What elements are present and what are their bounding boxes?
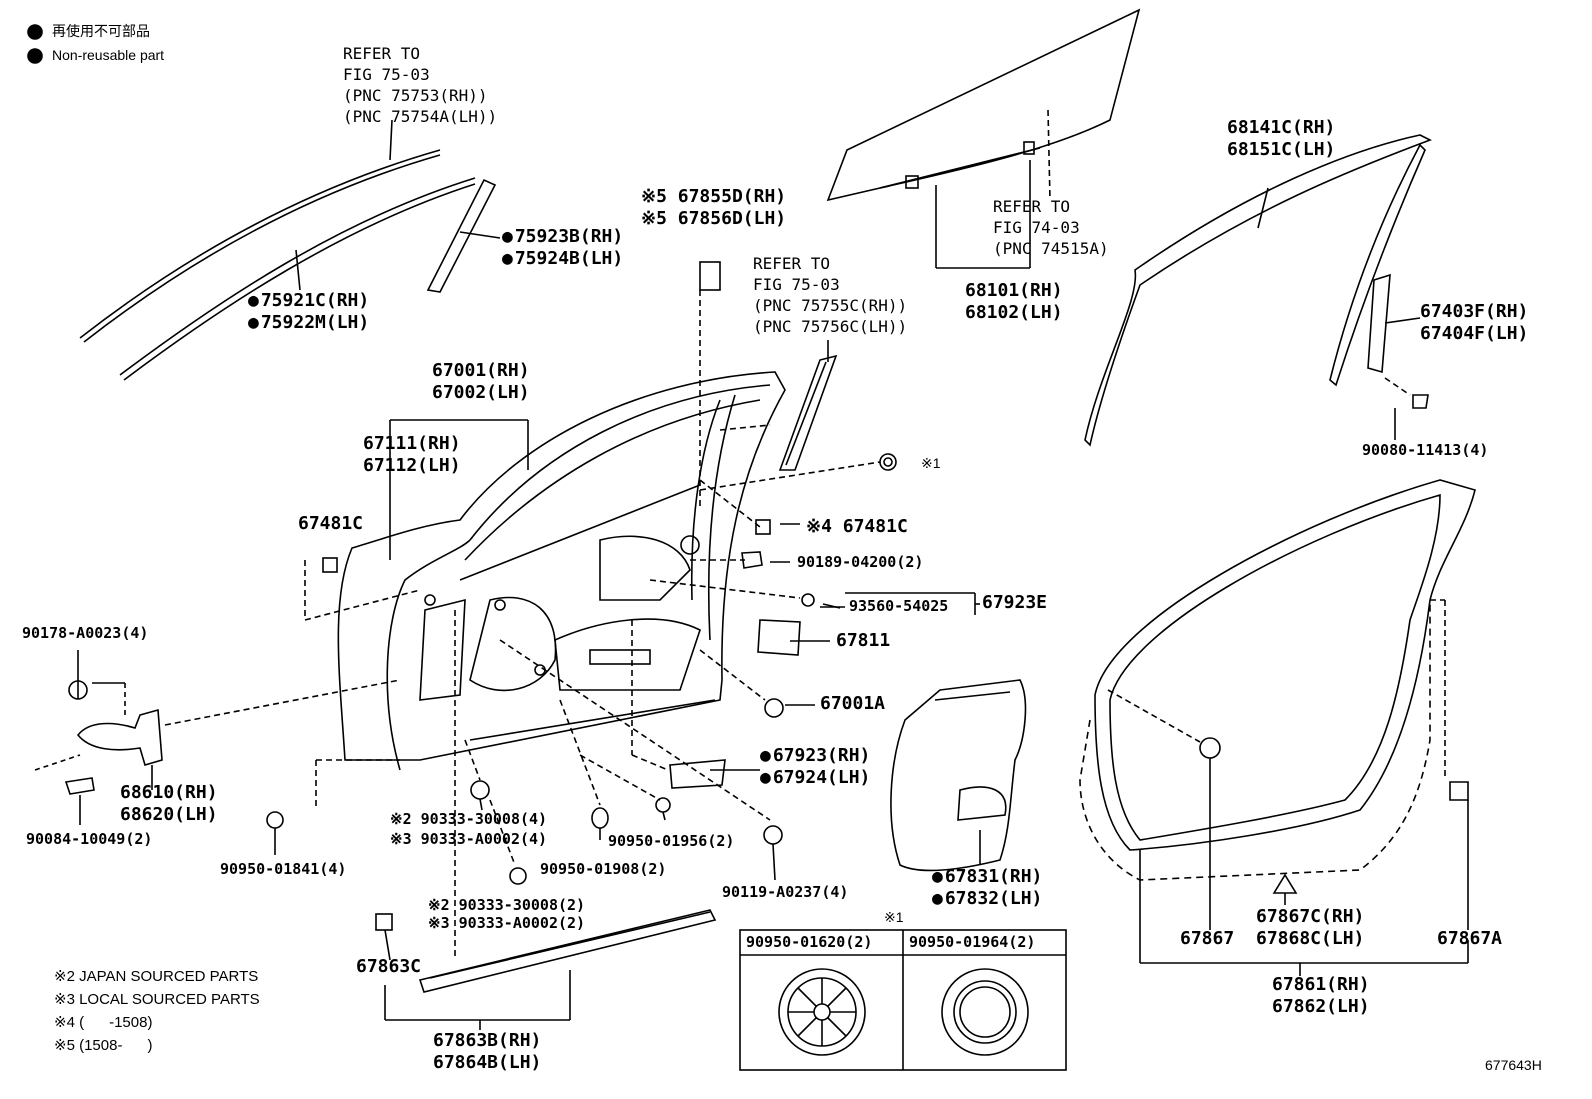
ref-2-line-1: REFER TO: [753, 254, 831, 273]
ref-1-line-3: (PNC 75753(RH)): [343, 86, 488, 105]
ref-1-line-1: REFER TO: [343, 44, 421, 63]
part-67404f: 67404F(LH): [1420, 323, 1529, 344]
part-67863c: 67863C: [356, 956, 422, 977]
part-68102: 68102(LH): [965, 302, 1063, 323]
part-67111: 67111(RH): [363, 433, 461, 454]
door-panel: [337, 371, 786, 771]
part-67867a: 67867A: [1437, 928, 1503, 949]
part-67001a: 67001A: [820, 693, 886, 714]
window-glass: [826, 8, 1141, 269]
ref-1-line-2: FIG 75-03: [343, 65, 430, 84]
part-67481c-left: 67481C: [298, 513, 364, 534]
part-67855d: ※5 67855D(RH): [641, 186, 787, 207]
part-67864b: 67864B(LH): [433, 1052, 542, 1073]
part-67867: 67867: [1180, 928, 1235, 949]
part-90333-b: ※3 90333-A0002(4): [390, 830, 548, 848]
figure-id: 677643H: [1485, 1057, 1542, 1073]
legend-dot-icon: [27, 48, 43, 64]
part-67832: 67832(LH): [932, 890, 1043, 908]
service-hole-cover: [890, 679, 1027, 872]
ref-3-line-3: (PNC 74515A): [993, 239, 1109, 258]
part-68101: 68101(RH): [965, 280, 1063, 301]
part-90119: 90119-A0237(4): [722, 883, 849, 901]
inset-mark: ※1: [884, 909, 904, 925]
part-67811: 67811: [836, 630, 891, 651]
part-67831: 67831(RH): [932, 868, 1043, 886]
ref-1-line-4: (PNC 75754A(LH)): [343, 107, 498, 126]
part-68610: 68610(RH): [120, 782, 218, 803]
ref-2-line-4: (PNC 75756C(LH)): [753, 317, 908, 336]
ref-2-line-2: FIG 75-03: [753, 275, 840, 294]
note-3: ※3 LOCAL SOURCED PARTS: [54, 991, 260, 1008]
inset-table: [739, 929, 1067, 1071]
part-90950-01908: 90950-01908(2): [540, 860, 667, 878]
inset-col-2-label: 90950-01964(2): [909, 933, 1036, 951]
part-68620: 68620(LH): [120, 804, 218, 825]
note-5: ※5 (1508- ): [54, 1037, 153, 1054]
part-75921c: 75921C(RH): [248, 292, 369, 310]
legend-dot-icon: [27, 24, 43, 40]
part-67923: 67923(RH): [760, 747, 871, 765]
part-67856d: ※5 67856D(LH): [641, 208, 787, 229]
solid-leaders: [77, 408, 1469, 1030]
front-door-frame-strip: [1084, 134, 1432, 447]
door-weatherstrip: [1079, 479, 1476, 881]
part-67002: 67002(LH): [432, 382, 530, 403]
part-93560: 93560-54025: [849, 597, 949, 615]
part-90333-c: ※2 90333-30008(2): [428, 896, 586, 914]
mark-1-grommet: ※1: [921, 455, 941, 471]
part-90333-a: ※2 90333-30008(4): [390, 810, 548, 828]
part-75922m: 75922M(LH): [248, 314, 369, 332]
part-90950-01956: 90950-01956(2): [608, 832, 735, 850]
access-plate: [669, 619, 801, 789]
legend-line-1: 再使用不可部品: [52, 23, 150, 39]
note-2: ※2 JAPAN SOURCED PARTS: [54, 968, 259, 985]
roof-moulding: [79, 119, 501, 381]
legend-line-2: Non-reusable part: [52, 47, 165, 63]
part-67923e: 67923E: [982, 592, 1048, 613]
part-67863b: 67863B(RH): [433, 1030, 542, 1051]
door-hinge: [34, 679, 401, 795]
ref-3-line-2: FIG 74-03: [993, 218, 1080, 237]
part-67001: 67001(RH): [432, 360, 530, 381]
part-90950-01841: 90950-01841(4): [220, 860, 347, 878]
part-90333-d: ※3 90333-A0002(2): [428, 914, 586, 932]
ref-3-line-1: REFER TO: [993, 197, 1071, 216]
part-90178: 90178-A0023(4): [22, 624, 149, 642]
part-67868c: 67868C(LH): [1256, 928, 1365, 949]
glass-run-channel: [778, 340, 838, 471]
part-90189: 90189-04200(2): [797, 553, 924, 571]
part-67861: 67861(RH): [1272, 974, 1370, 995]
part-67481c-right: ※4 67481C: [806, 516, 908, 537]
fasteners: [266, 261, 1469, 894]
part-67403f: 67403F(RH): [1420, 301, 1529, 322]
part-67862: 67862(LH): [1272, 996, 1370, 1017]
inset-col-1-label: 90950-01620(2): [746, 933, 873, 951]
part-90084: 90084-10049(2): [26, 830, 153, 848]
part-67924: 67924(LH): [760, 769, 871, 787]
note-4: ※4 ( -1508): [54, 1014, 153, 1031]
part-68141c: 68141C(RH): [1227, 117, 1336, 138]
part-90080: 90080-11413(4): [1362, 441, 1489, 459]
part-67112: 67112(LH): [363, 455, 461, 476]
part-75924b: 75924B(LH): [502, 250, 623, 268]
part-67867c: 67867C(RH): [1256, 906, 1365, 927]
part-75923b: 75923B(RH): [502, 228, 623, 246]
leader-lines: [304, 290, 1446, 960]
ref-2-line-3: (PNC 75755C(RH)): [753, 296, 908, 315]
belt-moulding: [375, 909, 717, 993]
part-68151c: 68151C(LH): [1227, 139, 1336, 160]
